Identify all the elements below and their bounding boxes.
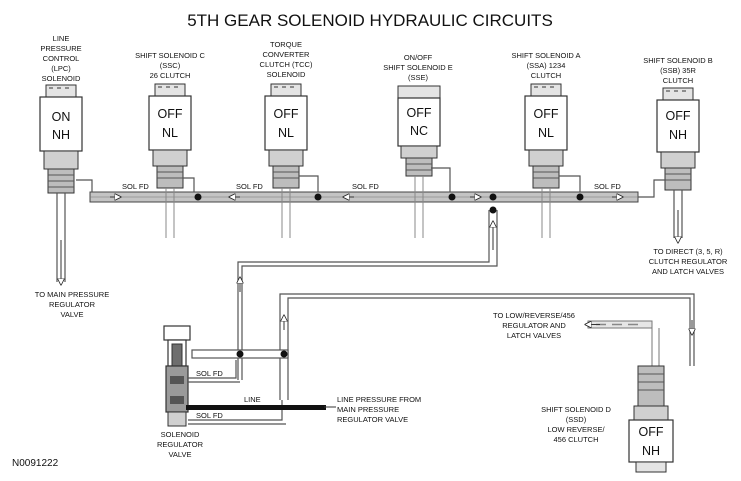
svg-text:LOW REVERSE/: LOW REVERSE/ — [547, 425, 605, 434]
svg-text:TO DIRECT (3, 5, R): TO DIRECT (3, 5, R) — [653, 247, 723, 256]
ssb-solenoid: OFF NH — [656, 87, 700, 191]
svg-text:(SSA) 1234: (SSA) 1234 — [527, 61, 566, 70]
svg-text:SHIFT SOLENOID E: SHIFT SOLENOID E — [383, 63, 452, 72]
svg-text:SHIFT SOLENOID B: SHIFT SOLENOID B — [643, 56, 712, 65]
svg-text:(SSE): (SSE) — [408, 73, 429, 82]
svg-text:TO MAIN PRESSURE: TO MAIN PRESSURE — [35, 290, 109, 299]
sse-solenoid-label: ON/OFF SHIFT SOLENOID E (SSE) — [383, 53, 452, 82]
ssb-output-passage — [673, 190, 683, 240]
sol-fd-label: SOL FD — [352, 182, 379, 191]
svg-text:REGULATOR: REGULATOR — [49, 300, 96, 309]
svg-text:SOLENOID: SOLENOID — [267, 70, 306, 79]
line-pressure-from-callout: LINE PRESSURE FROM MAIN PRESSURE REGULAT… — [337, 395, 421, 424]
svg-text:LINE: LINE — [53, 34, 70, 43]
svg-text:TORQUE: TORQUE — [270, 40, 302, 49]
svg-text:CLUTCH (TCC): CLUTCH (TCC) — [260, 60, 313, 69]
svg-text:VALVE: VALVE — [60, 310, 83, 319]
svg-text:(SSC): (SSC) — [160, 61, 181, 70]
line-pressure-passage — [186, 405, 336, 410]
sol-fd-header-line — [89, 191, 639, 203]
svg-text:SOLENOID: SOLENOID — [42, 74, 81, 83]
tcc-solenoid-label: TORQUE CONVERTER CLUTCH (TCC) SOLENOID — [260, 40, 313, 79]
svg-text:CLUTCH: CLUTCH — [531, 71, 561, 80]
svg-text:NL: NL — [538, 126, 554, 140]
svg-text:REGULATOR AND: REGULATOR AND — [502, 321, 566, 330]
ssd-solenoid: OFF NH — [628, 365, 674, 473]
ssb-solenoid-label: SHIFT SOLENOID B (SSB) 35R CLUTCH — [643, 56, 712, 85]
svg-text:LINE PRESSURE FROM: LINE PRESSURE FROM — [337, 395, 421, 404]
svg-text:CONTROL: CONTROL — [43, 54, 80, 63]
direct-clutch-callout: TO DIRECT (3, 5, R) CLUTCH REGULATOR AND… — [649, 247, 728, 276]
regulator-callout: SOLENOID REGULATOR VALVE — [157, 430, 204, 459]
riser-crosslink — [191, 349, 289, 359]
exhaust-passages — [165, 176, 551, 238]
solenoid-feed-passages — [76, 167, 665, 198]
svg-text:OFF: OFF — [407, 106, 432, 120]
svg-text:PRESSURE: PRESSURE — [40, 44, 81, 53]
svg-text:SOLENOID: SOLENOID — [161, 430, 200, 439]
svg-text:SHIFT SOLENOID C: SHIFT SOLENOID C — [135, 51, 205, 60]
sol-fd-label: SOL FD — [196, 369, 223, 378]
svg-text:AND LATCH VALVES: AND LATCH VALVES — [652, 267, 724, 276]
sol-fd-label: SOL FD — [236, 182, 263, 191]
ssc-solenoid: OFF NL — [148, 83, 192, 189]
figure-code: N0091222 — [12, 458, 59, 469]
sol-fd-label: SOL FD — [122, 182, 149, 191]
svg-text:(LPC): (LPC) — [51, 64, 71, 73]
lpc-solenoid-label: LINE PRESSURE CONTROL (LPC) SOLENOID — [40, 34, 81, 83]
low-reverse-callout: TO LOW/REVERSE/456 REGULATOR AND LATCH V… — [493, 311, 575, 340]
svg-text:CLUTCH REGULATOR: CLUTCH REGULATOR — [649, 257, 728, 266]
svg-text:ON/OFF: ON/OFF — [404, 53, 433, 62]
regulator-output-lines — [188, 360, 286, 425]
lpc-solenoid: ON NH — [39, 84, 83, 194]
svg-text:NC: NC — [410, 124, 428, 138]
svg-text:ON: ON — [52, 110, 71, 124]
sol-fd-label: SOL FD — [196, 411, 223, 420]
ssc-solenoid-label: SHIFT SOLENOID C (SSC) 26 CLUTCH — [135, 51, 205, 80]
main-pressure-callout: TO MAIN PRESSURE REGULATOR VALVE — [35, 290, 109, 319]
svg-text:OFF: OFF — [158, 107, 183, 121]
diagram-title: 5TH GEAR SOLENOID HYDRAULIC CIRCUITS — [187, 11, 553, 30]
svg-text:NH: NH — [669, 128, 687, 142]
svg-text:26 CLUTCH: 26 CLUTCH — [150, 71, 191, 80]
svg-text:REGULATOR VALVE: REGULATOR VALVE — [337, 415, 408, 424]
tcc-solenoid: OFF NL — [264, 83, 308, 189]
svg-text:VALVE: VALVE — [168, 450, 191, 459]
svg-text:NH: NH — [52, 128, 70, 142]
line-label: LINE — [244, 395, 261, 404]
svg-text:REGULATOR: REGULATOR — [157, 440, 204, 449]
svg-text:CONVERTER: CONVERTER — [263, 50, 311, 59]
svg-text:NL: NL — [162, 126, 178, 140]
svg-text:NH: NH — [642, 444, 660, 458]
svg-text:MAIN PRESSURE: MAIN PRESSURE — [337, 405, 399, 414]
solenoid-regulator-valve — [163, 325, 191, 427]
svg-text:LATCH VALVES: LATCH VALVES — [507, 331, 561, 340]
ssa-solenoid: OFF NL — [524, 83, 568, 189]
ssa-solenoid-label: SHIFT SOLENOID A (SSA) 1234 CLUTCH — [511, 51, 580, 80]
ssd-supply-passage — [279, 293, 694, 400]
lpc-output-passage — [56, 193, 66, 282]
svg-text:CLUTCH: CLUTCH — [663, 76, 693, 85]
svg-text:(SSD): (SSD) — [566, 415, 587, 424]
ssd-solenoid-label: SHIFT SOLENOID D (SSD) LOW REVERSE/ 456 … — [541, 405, 611, 444]
svg-text:NL: NL — [278, 126, 294, 140]
junction-dots — [194, 193, 584, 214]
sol-fd-label: SOL FD — [594, 182, 621, 191]
svg-text:OFF: OFF — [534, 107, 559, 121]
svg-text:OFF: OFF — [639, 425, 664, 439]
svg-text:SHIFT SOLENOID A: SHIFT SOLENOID A — [511, 51, 580, 60]
svg-text:TO LOW/REVERSE/456: TO LOW/REVERSE/456 — [493, 311, 575, 320]
svg-text:(SSB) 35R: (SSB) 35R — [660, 66, 696, 75]
svg-text:OFF: OFF — [274, 107, 299, 121]
sol-fd-supply-passage — [238, 210, 498, 380]
sse-solenoid: OFF NC — [397, 85, 441, 177]
low-reverse-passage — [588, 320, 660, 372]
svg-text:SHIFT SOLENOID D: SHIFT SOLENOID D — [541, 405, 611, 414]
svg-text:OFF: OFF — [666, 109, 691, 123]
svg-text:456 CLUTCH: 456 CLUTCH — [553, 435, 598, 444]
